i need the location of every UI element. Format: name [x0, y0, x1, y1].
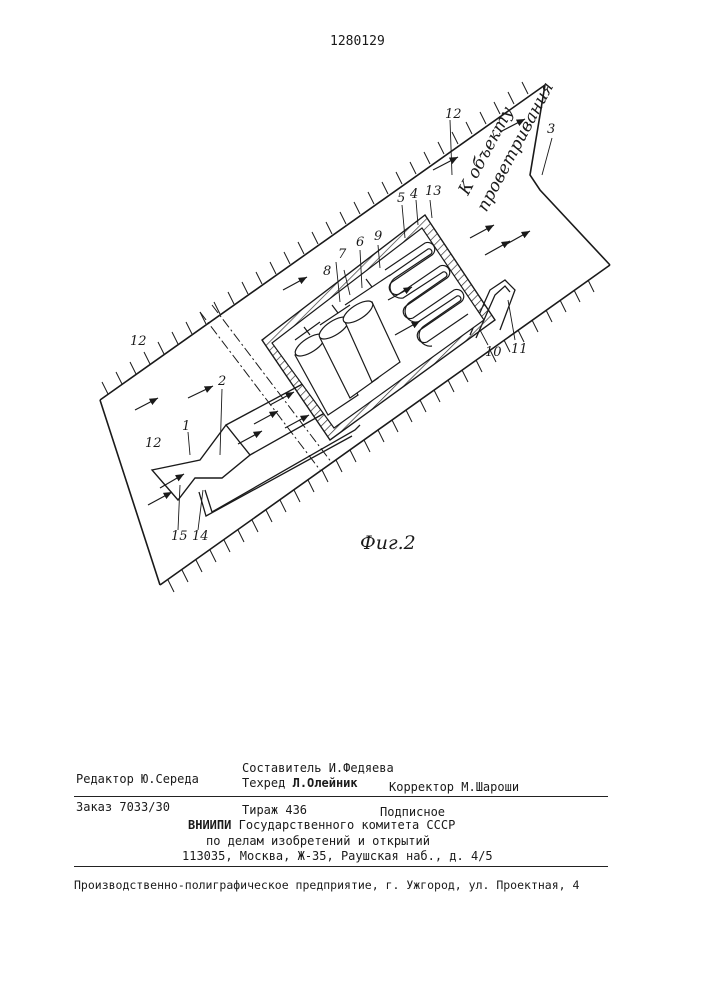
org-name: Государственного комитета СССР: [239, 818, 456, 832]
divider-bottom: [74, 866, 608, 867]
techred: Техред Л.Олейник: [242, 776, 358, 790]
callout-2: 2: [217, 374, 226, 389]
technical-drawing: 1 2 3 4 5 6 7 8 9 10 11 12 12 12 12 13 1…: [0, 0, 707, 600]
editor: Редактор Ю.Середа: [76, 772, 199, 786]
techred-name: Л.Олейник: [293, 776, 358, 790]
subscription: Подписное: [380, 805, 445, 819]
callout-8: 8: [323, 264, 331, 279]
org-line1: ВНИИПИ Государственного комитета СССР: [188, 818, 455, 832]
callout-12c: 12: [145, 436, 162, 451]
order: Заказ 7033/30: [76, 800, 170, 814]
callout-10: 10: [485, 345, 502, 360]
circulation: Тираж 436: [242, 803, 307, 817]
techred-label: Техред: [242, 776, 285, 790]
callout-7: 7: [338, 247, 347, 262]
callout-3: 3: [547, 122, 555, 137]
callout-6: 6: [356, 235, 364, 250]
callout-1: 1: [182, 419, 190, 434]
printer: Производственно-полиграфическое предприя…: [74, 878, 579, 892]
callout-13: 13: [425, 184, 442, 199]
org-line2: по делам изобретений и открытий: [206, 834, 430, 848]
callout-4: 4: [409, 187, 418, 202]
callout-14: 14: [192, 529, 209, 544]
callout-5: 5: [397, 191, 405, 206]
compiler: Составитель И.Федяева: [242, 761, 394, 775]
figure-caption: Фиг.2: [360, 532, 416, 554]
corrector: Корректор М.Шароши: [389, 780, 519, 794]
org-abbr: ВНИИПИ: [188, 818, 231, 832]
callout-12b: 12: [130, 334, 147, 349]
callout-11: 11: [511, 342, 528, 357]
callout-9: 9: [374, 229, 382, 244]
callout-15: 15: [171, 529, 188, 544]
divider-top: [74, 796, 608, 797]
org-address: 113035, Москва, Ж-35, Раушская наб., д. …: [182, 849, 493, 863]
